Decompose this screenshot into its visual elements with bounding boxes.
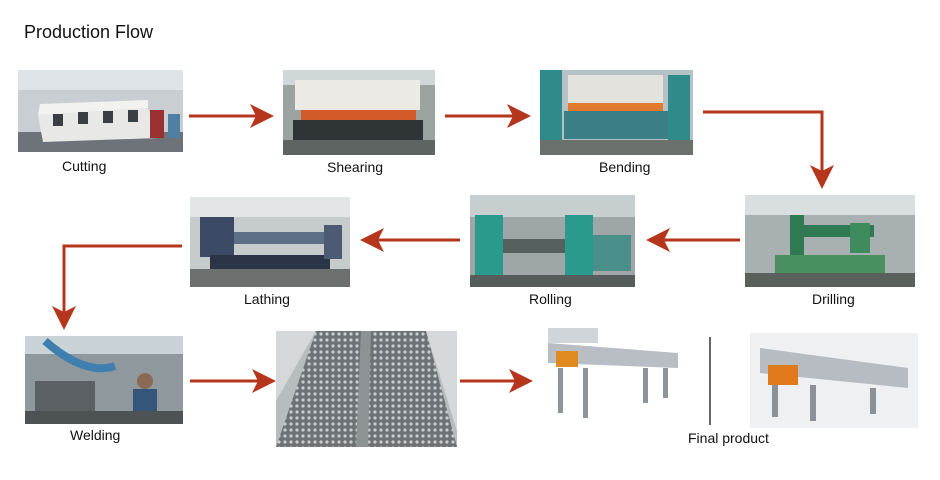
bending-photo (540, 70, 693, 155)
arrow-lathing-to-welding (52, 244, 182, 330)
rolling-photo (470, 195, 635, 287)
welding-photo (25, 336, 183, 424)
shearing-label: Shearing (327, 159, 384, 175)
cutting-label: Cutting (62, 158, 107, 174)
rolling-label: Rolling (529, 291, 572, 307)
vibrating-screen-photo-2 (750, 333, 918, 428)
cutting-photo (18, 70, 183, 152)
welding-label: Welding (70, 427, 121, 443)
bending-label: Bending (599, 159, 651, 175)
page-title: Production Flow (24, 22, 154, 42)
lathing-photo (190, 197, 350, 287)
final-product-label: Final product (688, 430, 769, 446)
lathing-label: Lathing (244, 291, 290, 307)
shearing-photo (283, 70, 435, 155)
drilling-label: Drilling (812, 291, 855, 307)
vibrating-screen-photo (538, 323, 688, 423)
drilling-photo (745, 195, 915, 287)
arrow-bending-to-drilling (703, 110, 834, 189)
screen-deck-photo (276, 331, 457, 447)
